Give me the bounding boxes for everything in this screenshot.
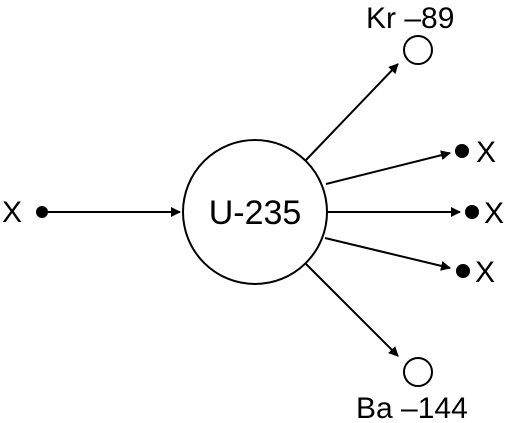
bottom-product-circle bbox=[403, 357, 433, 387]
arrow-emitted-3 bbox=[324, 237, 451, 271]
nucleus-label: U-235 bbox=[209, 194, 302, 232]
emitted-particle-1-label: X bbox=[476, 136, 496, 169]
emitted-particle-2-dot bbox=[465, 205, 479, 219]
top-product-label: Kr –89 bbox=[366, 2, 454, 35]
emitted-particle-1-dot bbox=[455, 144, 469, 158]
emitted-particle-2-label: X bbox=[484, 197, 504, 230]
arrow-to-bottom-product bbox=[305, 263, 399, 357]
top-product-circle bbox=[403, 35, 433, 65]
incoming-particle-label: X bbox=[2, 196, 22, 229]
bottom-product-label: Ba –144 bbox=[356, 392, 468, 423]
emitted-particle-3-label: X bbox=[475, 256, 495, 289]
arrow-emitted-1 bbox=[325, 150, 451, 185]
arrow-to-top-product bbox=[305, 63, 399, 161]
incoming-particle-dot bbox=[36, 206, 48, 218]
emitted-particle-3-dot bbox=[456, 264, 470, 278]
